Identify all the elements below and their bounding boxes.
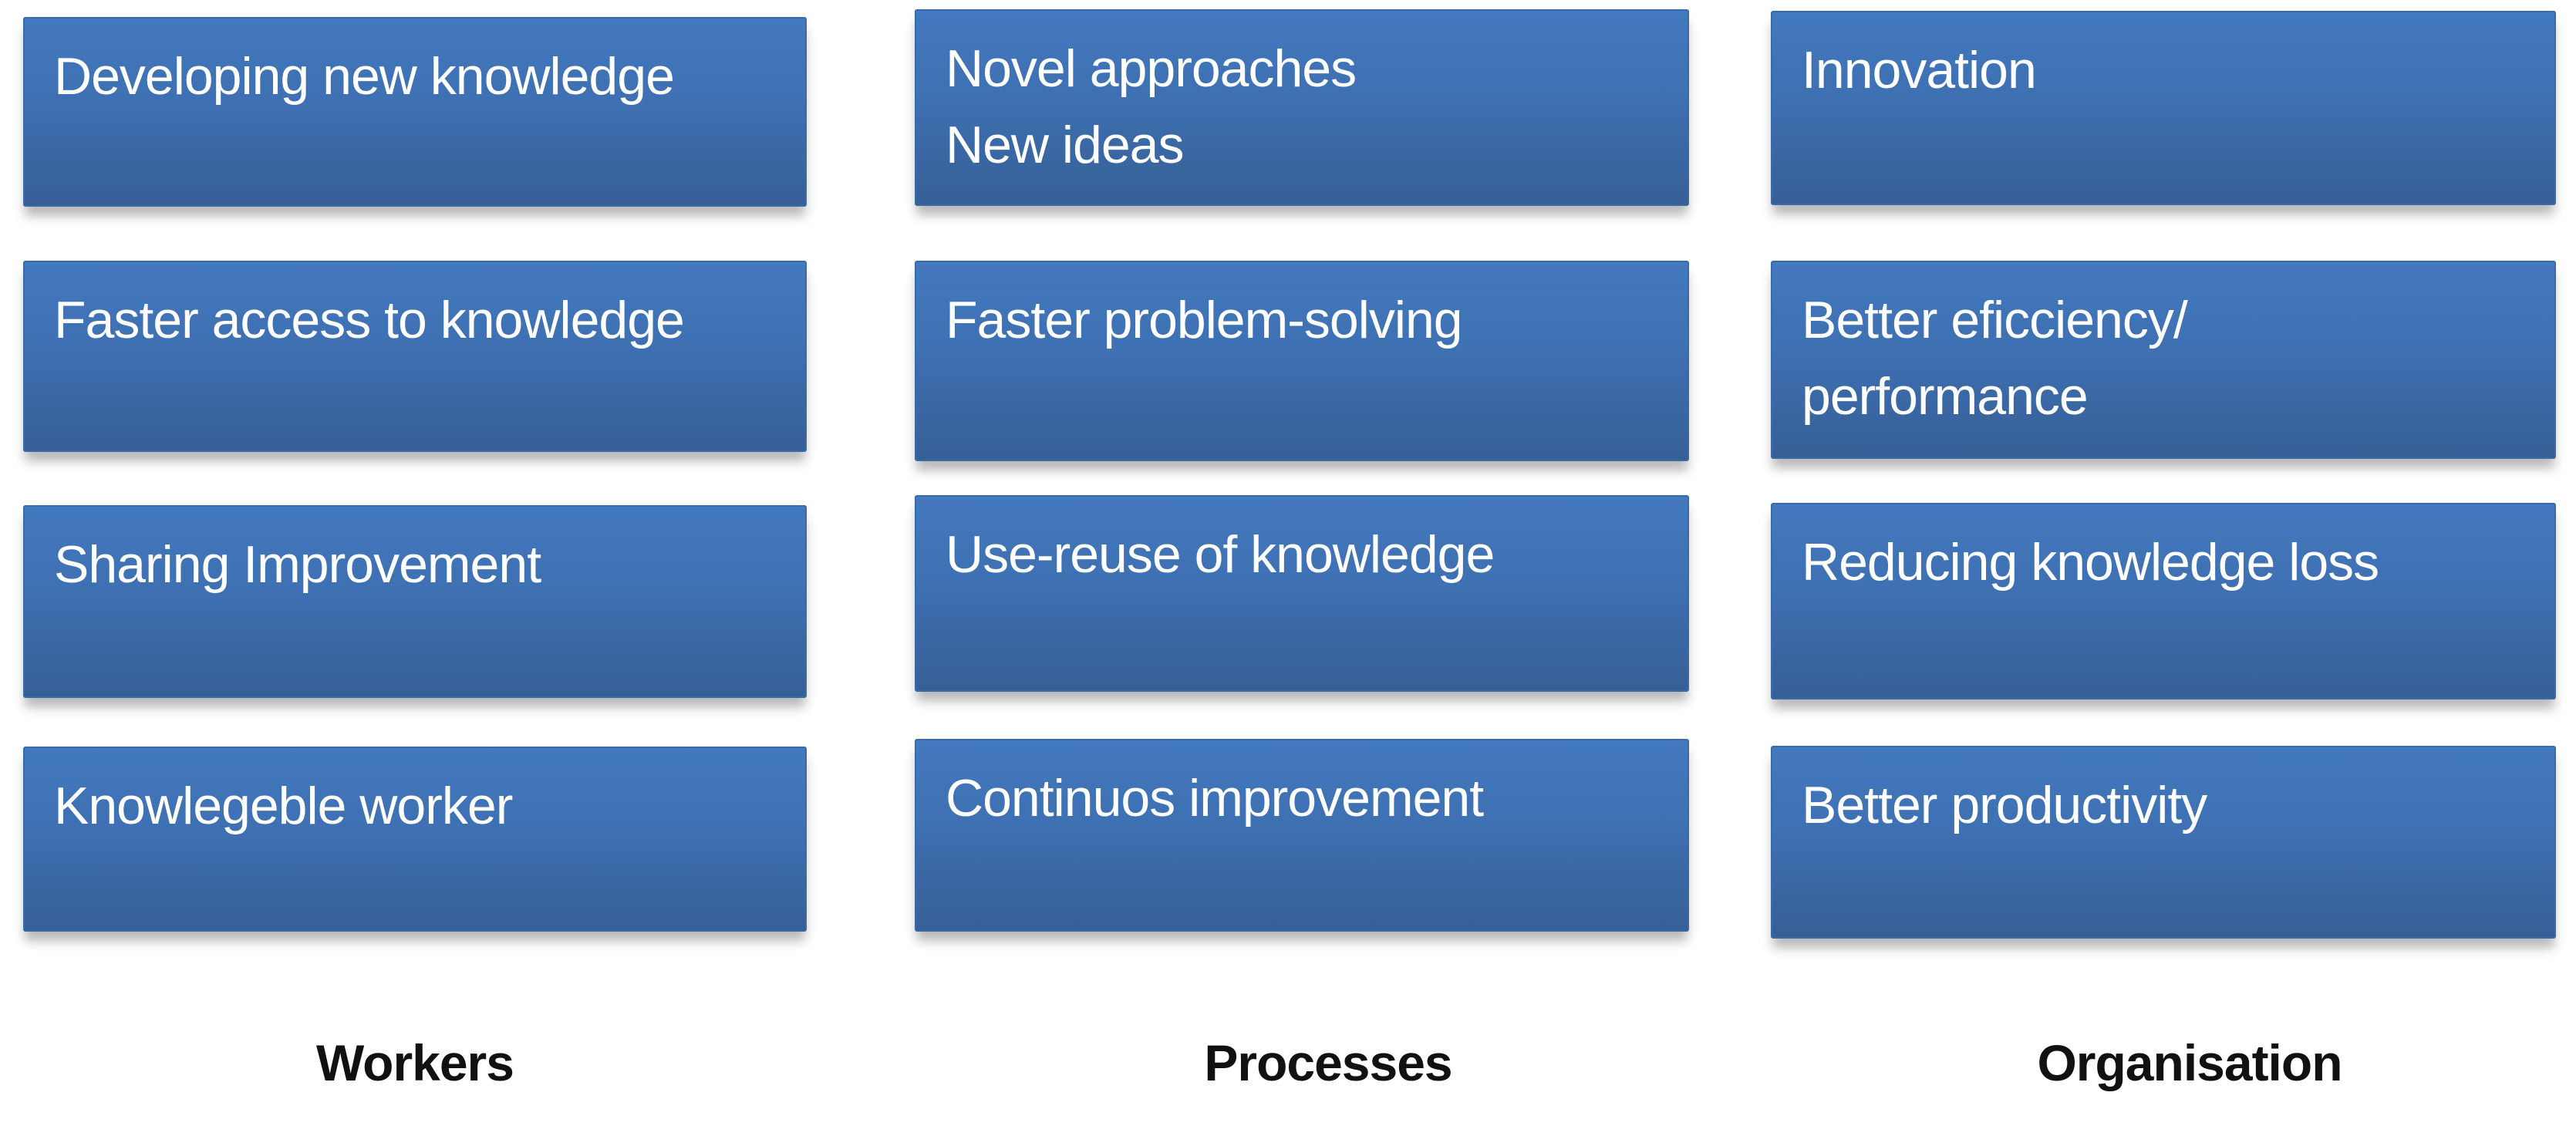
- box-better-productivity: Better productivity: [1771, 746, 2556, 939]
- box-continuos-improvement: Continuos improvement: [915, 739, 1689, 932]
- box-text: Innovation: [1802, 41, 2037, 99]
- box-knowlegeble-worker: Knowlegeble worker: [23, 747, 807, 932]
- box-text: Faster access to knowledge: [54, 291, 685, 349]
- box-text: Use-reuse of knowledge: [946, 525, 1495, 584]
- box-text: Sharing Improvement: [54, 535, 541, 594]
- box-text: Better eficciency/ performance: [1802, 291, 2188, 426]
- box-text: Reducing knowledge loss: [1802, 533, 2379, 592]
- box-reducing-knowledge-loss: Reducing knowledge loss: [1771, 503, 2556, 700]
- box-innovation: Innovation: [1771, 11, 2556, 205]
- column-label-processes: Processes: [1204, 1034, 1452, 1091]
- box-use-reuse-of-knowledge: Use-reuse of knowledge: [915, 495, 1689, 692]
- box-text: Continuos improvement: [946, 769, 1484, 828]
- box-sharing-improvement: Sharing Improvement: [23, 505, 807, 698]
- box-developing-new-knowledge: Developing new knowledge: [23, 17, 807, 207]
- box-text: Novel approaches New ideas: [946, 39, 1357, 174]
- column-label-workers: Workers: [316, 1034, 514, 1091]
- column-label-organisation: Organisation: [2037, 1034, 2342, 1091]
- box-text: Better productivity: [1802, 776, 2207, 834]
- box-text: Knowlegeble worker: [54, 777, 513, 835]
- box-text: Faster problem-solving: [946, 291, 1463, 349]
- box-text: Developing new knowledge: [54, 47, 675, 106]
- box-better-eficciency-performance: Better eficciency/ performance: [1771, 261, 2556, 459]
- box-novel-approaches-new-ideas: Novel approaches New ideas: [915, 9, 1689, 206]
- box-faster-problem-solving: Faster problem-solving: [915, 261, 1689, 461]
- box-faster-access-to-knowledge: Faster access to knowledge: [23, 261, 807, 452]
